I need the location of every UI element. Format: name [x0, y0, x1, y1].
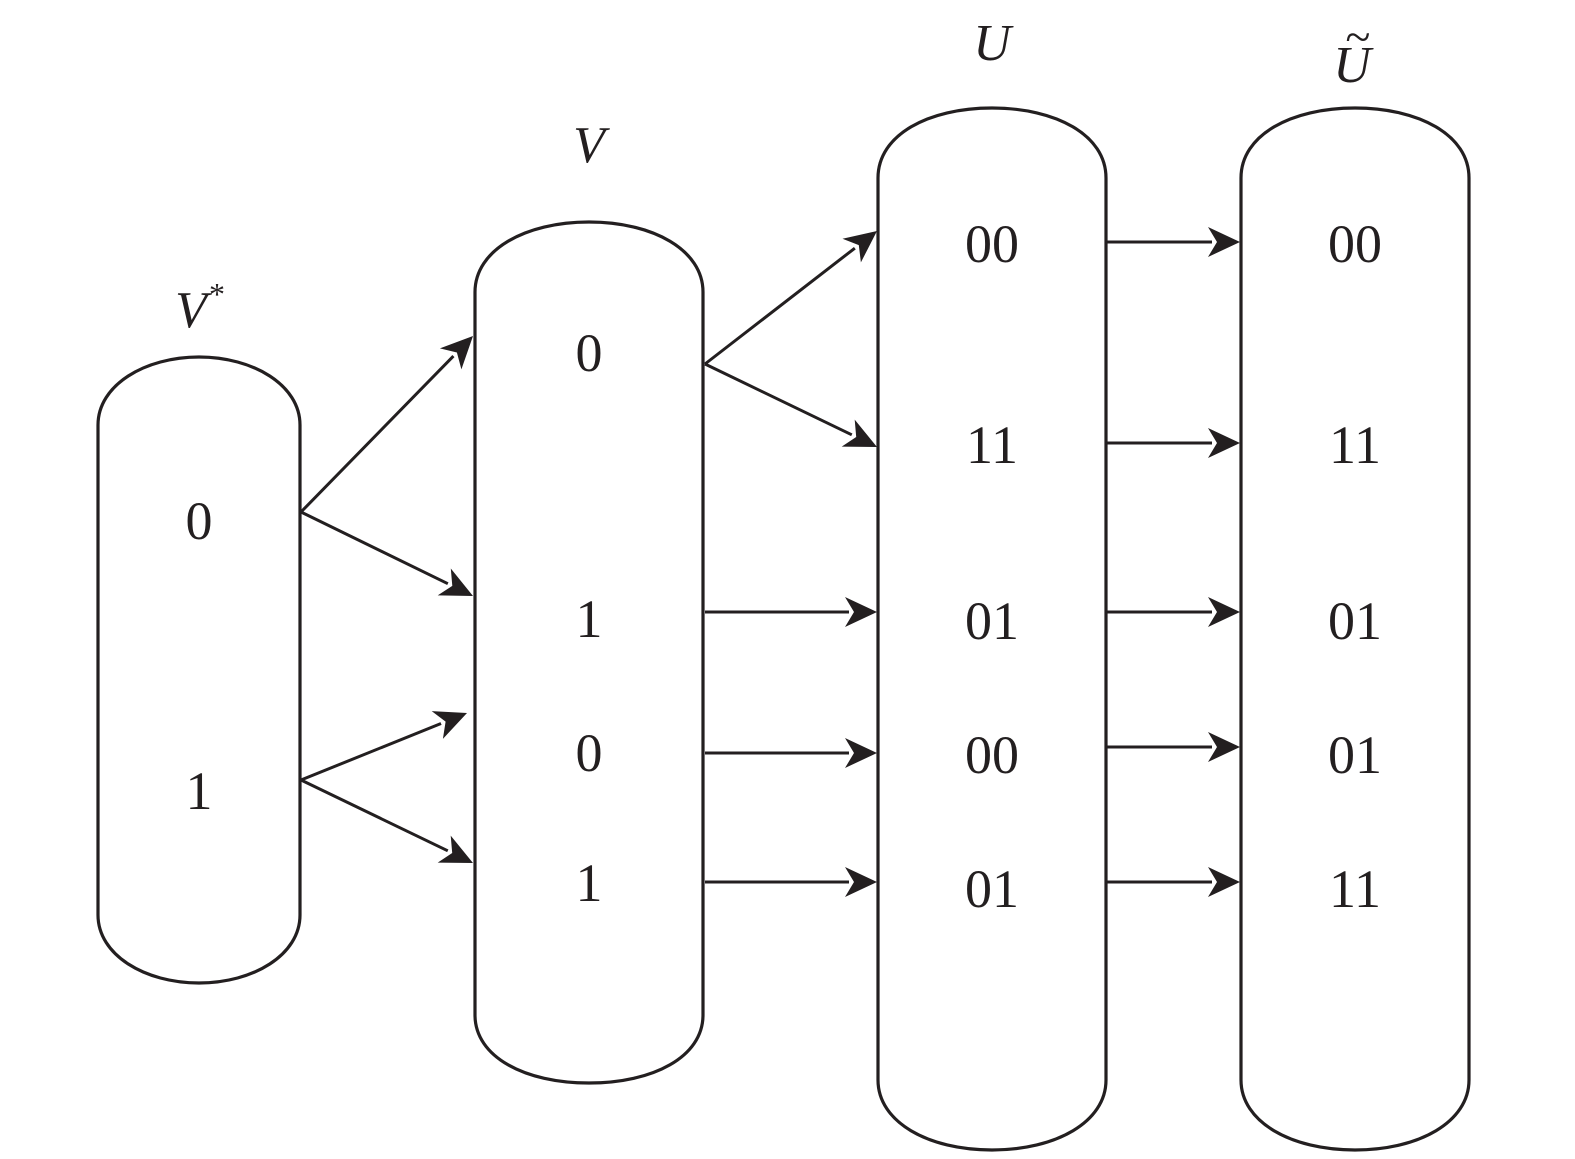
column-u: U 00 11 01 00 01	[876, 15, 1108, 1152]
arrowhead-icon	[1208, 428, 1240, 458]
arrowhead-icon	[1208, 227, 1240, 257]
value-utilde-3: 01	[1328, 725, 1382, 785]
arrowhead-icon	[1208, 867, 1240, 897]
title-v: V	[573, 117, 610, 174]
arrowhead-icon	[431, 711, 467, 739]
edge-v-0-to-u-1	[704, 362, 853, 437]
arrowhead-icon	[439, 336, 473, 370]
cylinder-utilde	[1239, 106, 1471, 1152]
arrowhead-icon	[845, 867, 877, 897]
edge-vstar-1-to-v-2	[300, 722, 442, 782]
arrowhead-icon	[845, 597, 877, 627]
arrowhead-icon	[842, 231, 877, 263]
value-utilde-1: 11	[1329, 415, 1381, 475]
value-vstar-1: 1	[186, 761, 213, 821]
edges	[299, 227, 1240, 897]
cylinder-vstar	[96, 355, 302, 985]
column-vstar: V * 0 1	[96, 276, 302, 985]
cylinder-v	[473, 220, 705, 1085]
edge-vstar-0-to-v-0	[299, 354, 455, 514]
value-u-4: 01	[965, 859, 1019, 919]
title-utilde: U	[1333, 37, 1374, 94]
value-utilde-4: 11	[1329, 859, 1381, 919]
value-vstar-0: 0	[186, 491, 213, 551]
title-u: U	[973, 15, 1014, 72]
column-utilde: U ~ 00 11 01 01 11	[1239, 11, 1471, 1152]
title-vstar-superscript: *	[209, 276, 225, 312]
cylinder-u	[876, 106, 1108, 1152]
value-utilde-0: 00	[1328, 214, 1382, 274]
arrowhead-icon	[1208, 597, 1240, 627]
title-vstar: V	[175, 282, 212, 339]
value-utilde-2: 01	[1328, 591, 1382, 651]
column-v: V 0 1 0 1	[473, 117, 705, 1085]
arrowhead-icon	[845, 738, 877, 768]
arrowhead-icon	[841, 419, 877, 447]
value-v-0: 0	[576, 323, 603, 383]
title-utilde-accent: ~	[1346, 11, 1371, 62]
arrowhead-icon	[437, 835, 473, 863]
edge-vstar-1-to-v-3	[300, 778, 449, 853]
value-u-1: 11	[966, 415, 1018, 475]
arrowhead-icon	[1208, 732, 1240, 762]
edge-vstar-0-to-v-1	[300, 510, 449, 586]
value-u-2: 01	[965, 591, 1019, 651]
value-u-0: 00	[965, 214, 1019, 274]
value-u-3: 00	[965, 725, 1019, 785]
edge-v-0-to-u-0	[704, 246, 856, 366]
arrowhead-icon	[437, 568, 473, 596]
value-v-1: 1	[576, 589, 603, 649]
value-v-2: 0	[576, 723, 603, 783]
value-v-3: 1	[576, 853, 603, 913]
